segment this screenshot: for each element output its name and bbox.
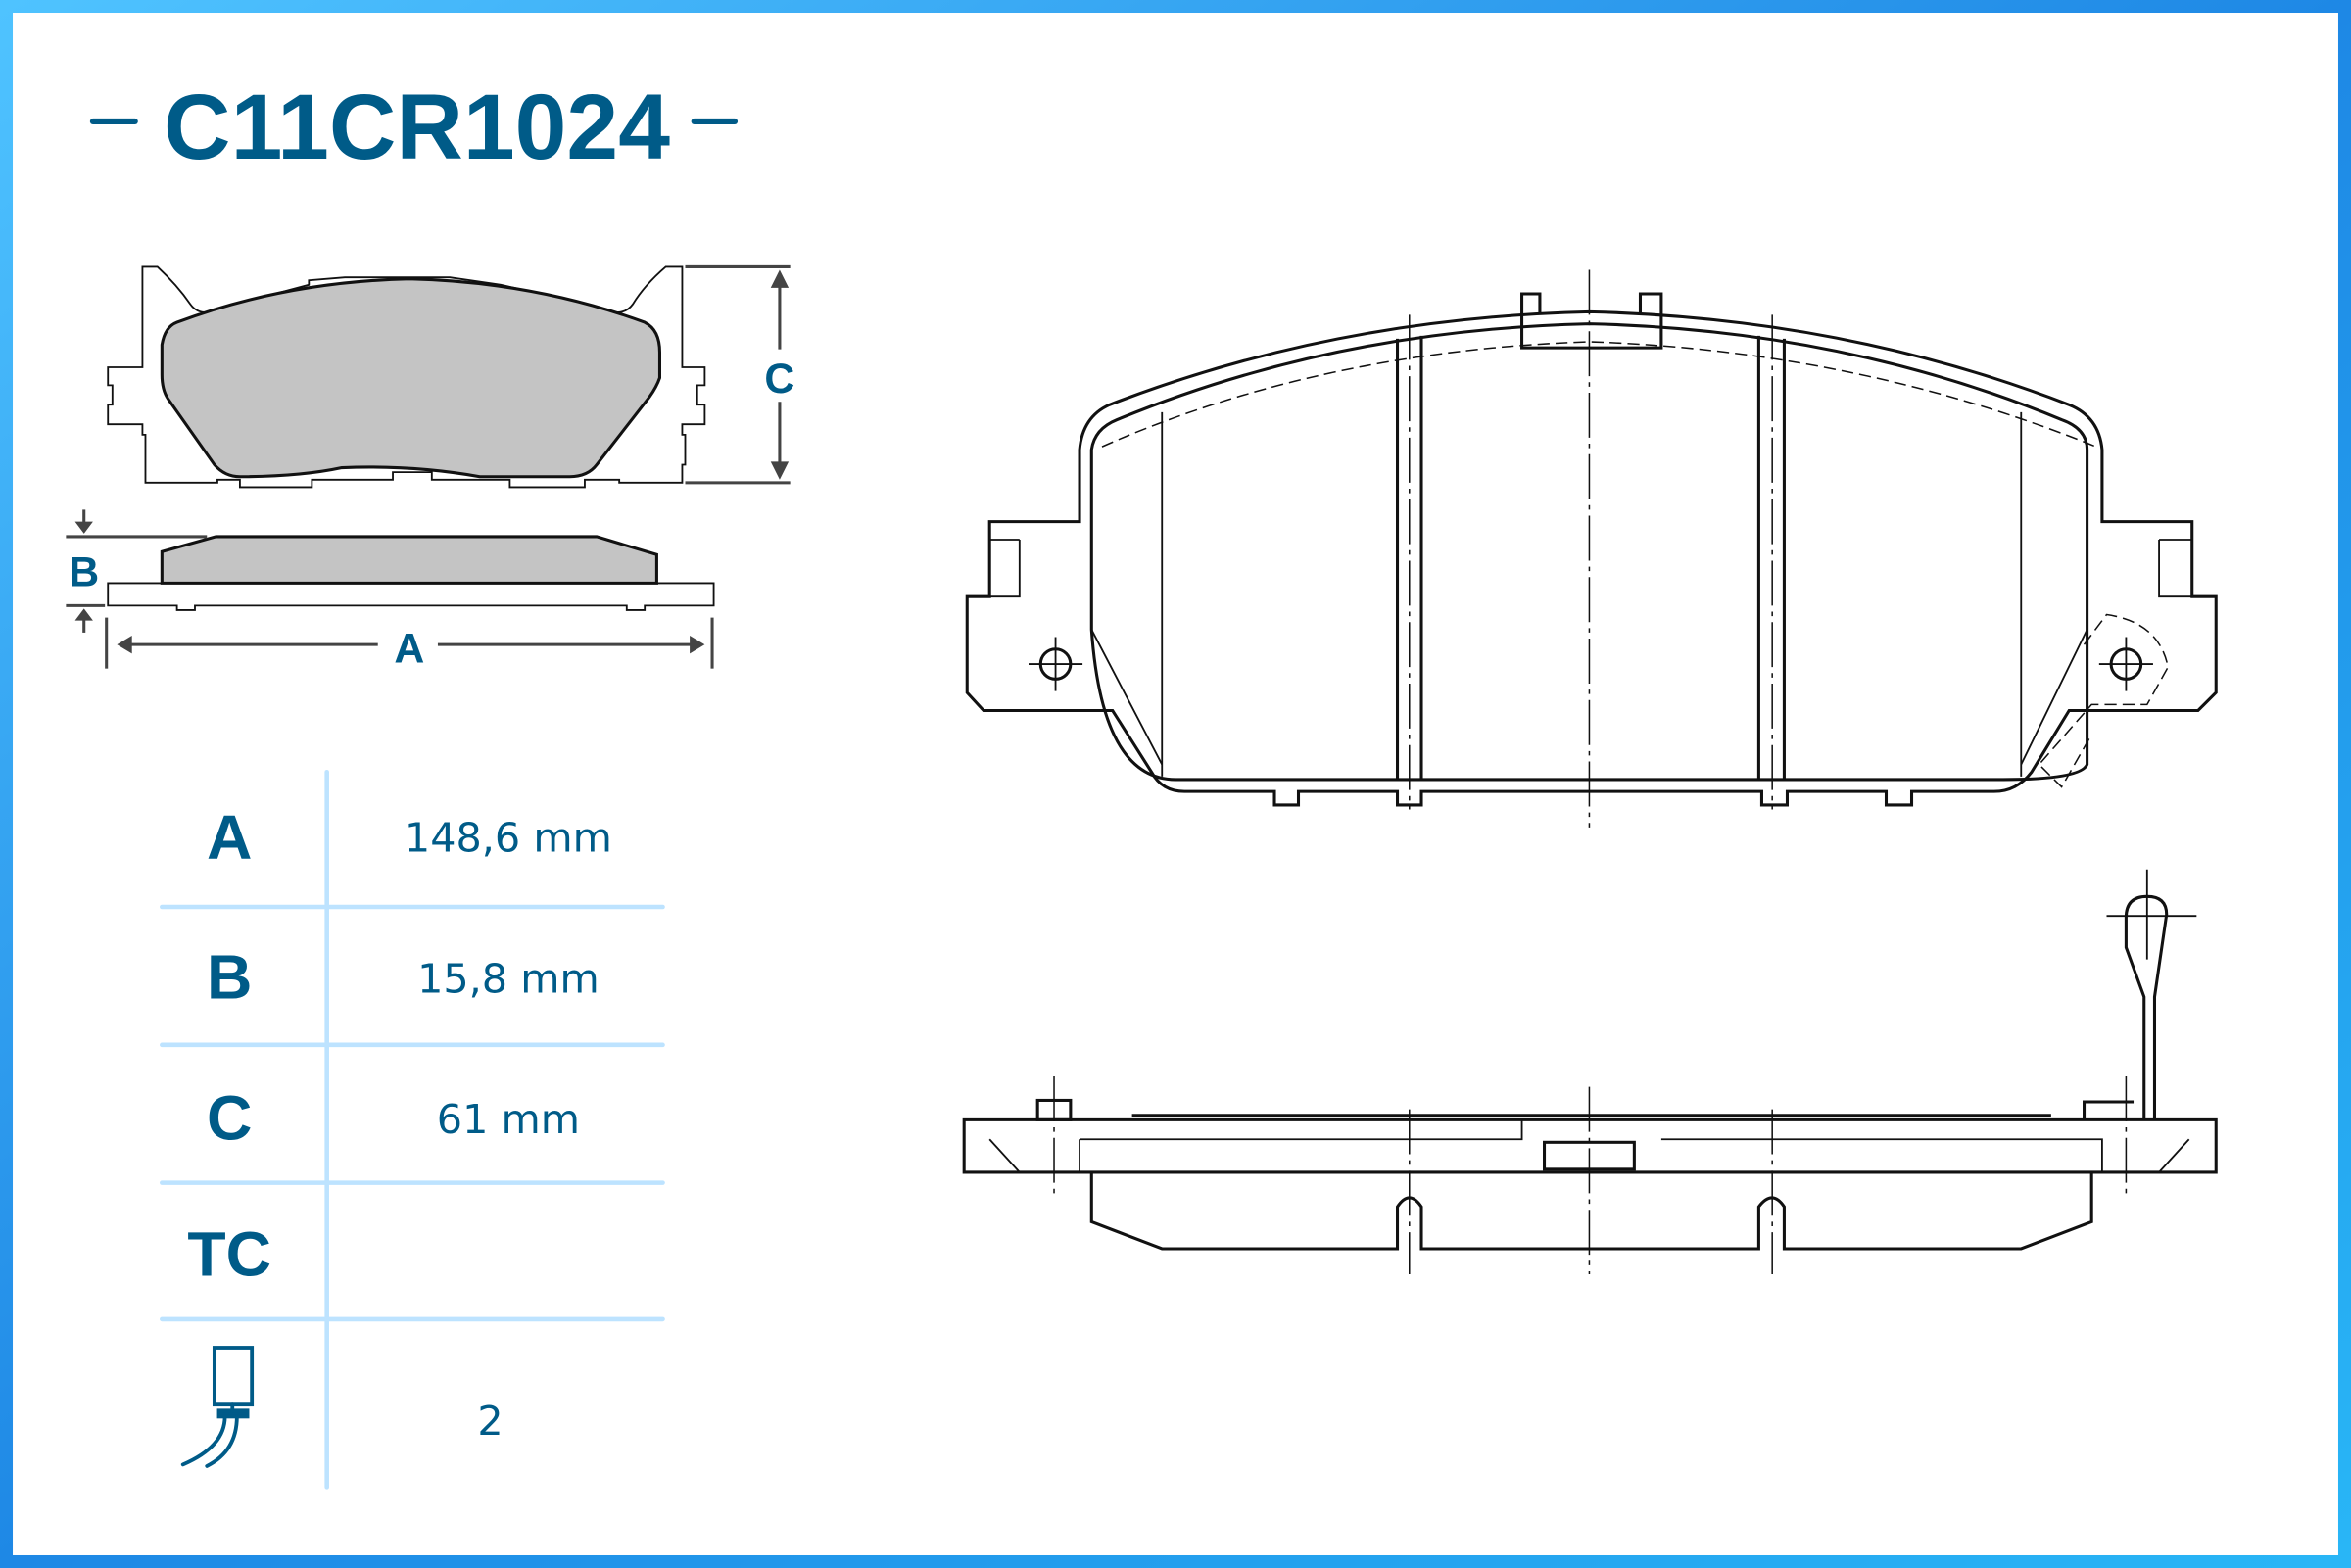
wear-sensor-icon: [180, 1346, 255, 1468]
spec-value-a: 148,6 mm: [405, 814, 612, 861]
pad-front-view-small: C B A: [66, 264, 794, 673]
title: C11CR1024: [89, 75, 739, 179]
pad-side-view-large: [962, 869, 2218, 1275]
spec-label-a: A: [207, 802, 252, 873]
part-number: C11CR1024: [164, 75, 670, 179]
spec-table: A 148,6 mm B 15,8 mm C 61 mm TC 2: [160, 769, 665, 1490]
spec-label-tc: TC: [187, 1219, 271, 1290]
crosshair-hole-right: [2038, 613, 2170, 788]
pad-front-view-large: [965, 269, 2218, 828]
spec-value-b: 15,8 mm: [417, 955, 600, 1002]
spec-value-c: 61 mm: [437, 1096, 580, 1143]
spec-label-b: B: [207, 941, 252, 1012]
dimension-a-label: A: [394, 626, 424, 673]
dimension-b-label: B: [69, 548, 99, 595]
dimension-c-label: C: [764, 356, 794, 403]
crosshair-hole-left: [1029, 637, 1083, 691]
spec-label-c: C: [207, 1082, 252, 1153]
spec-value-sensor: 2: [477, 1398, 503, 1445]
